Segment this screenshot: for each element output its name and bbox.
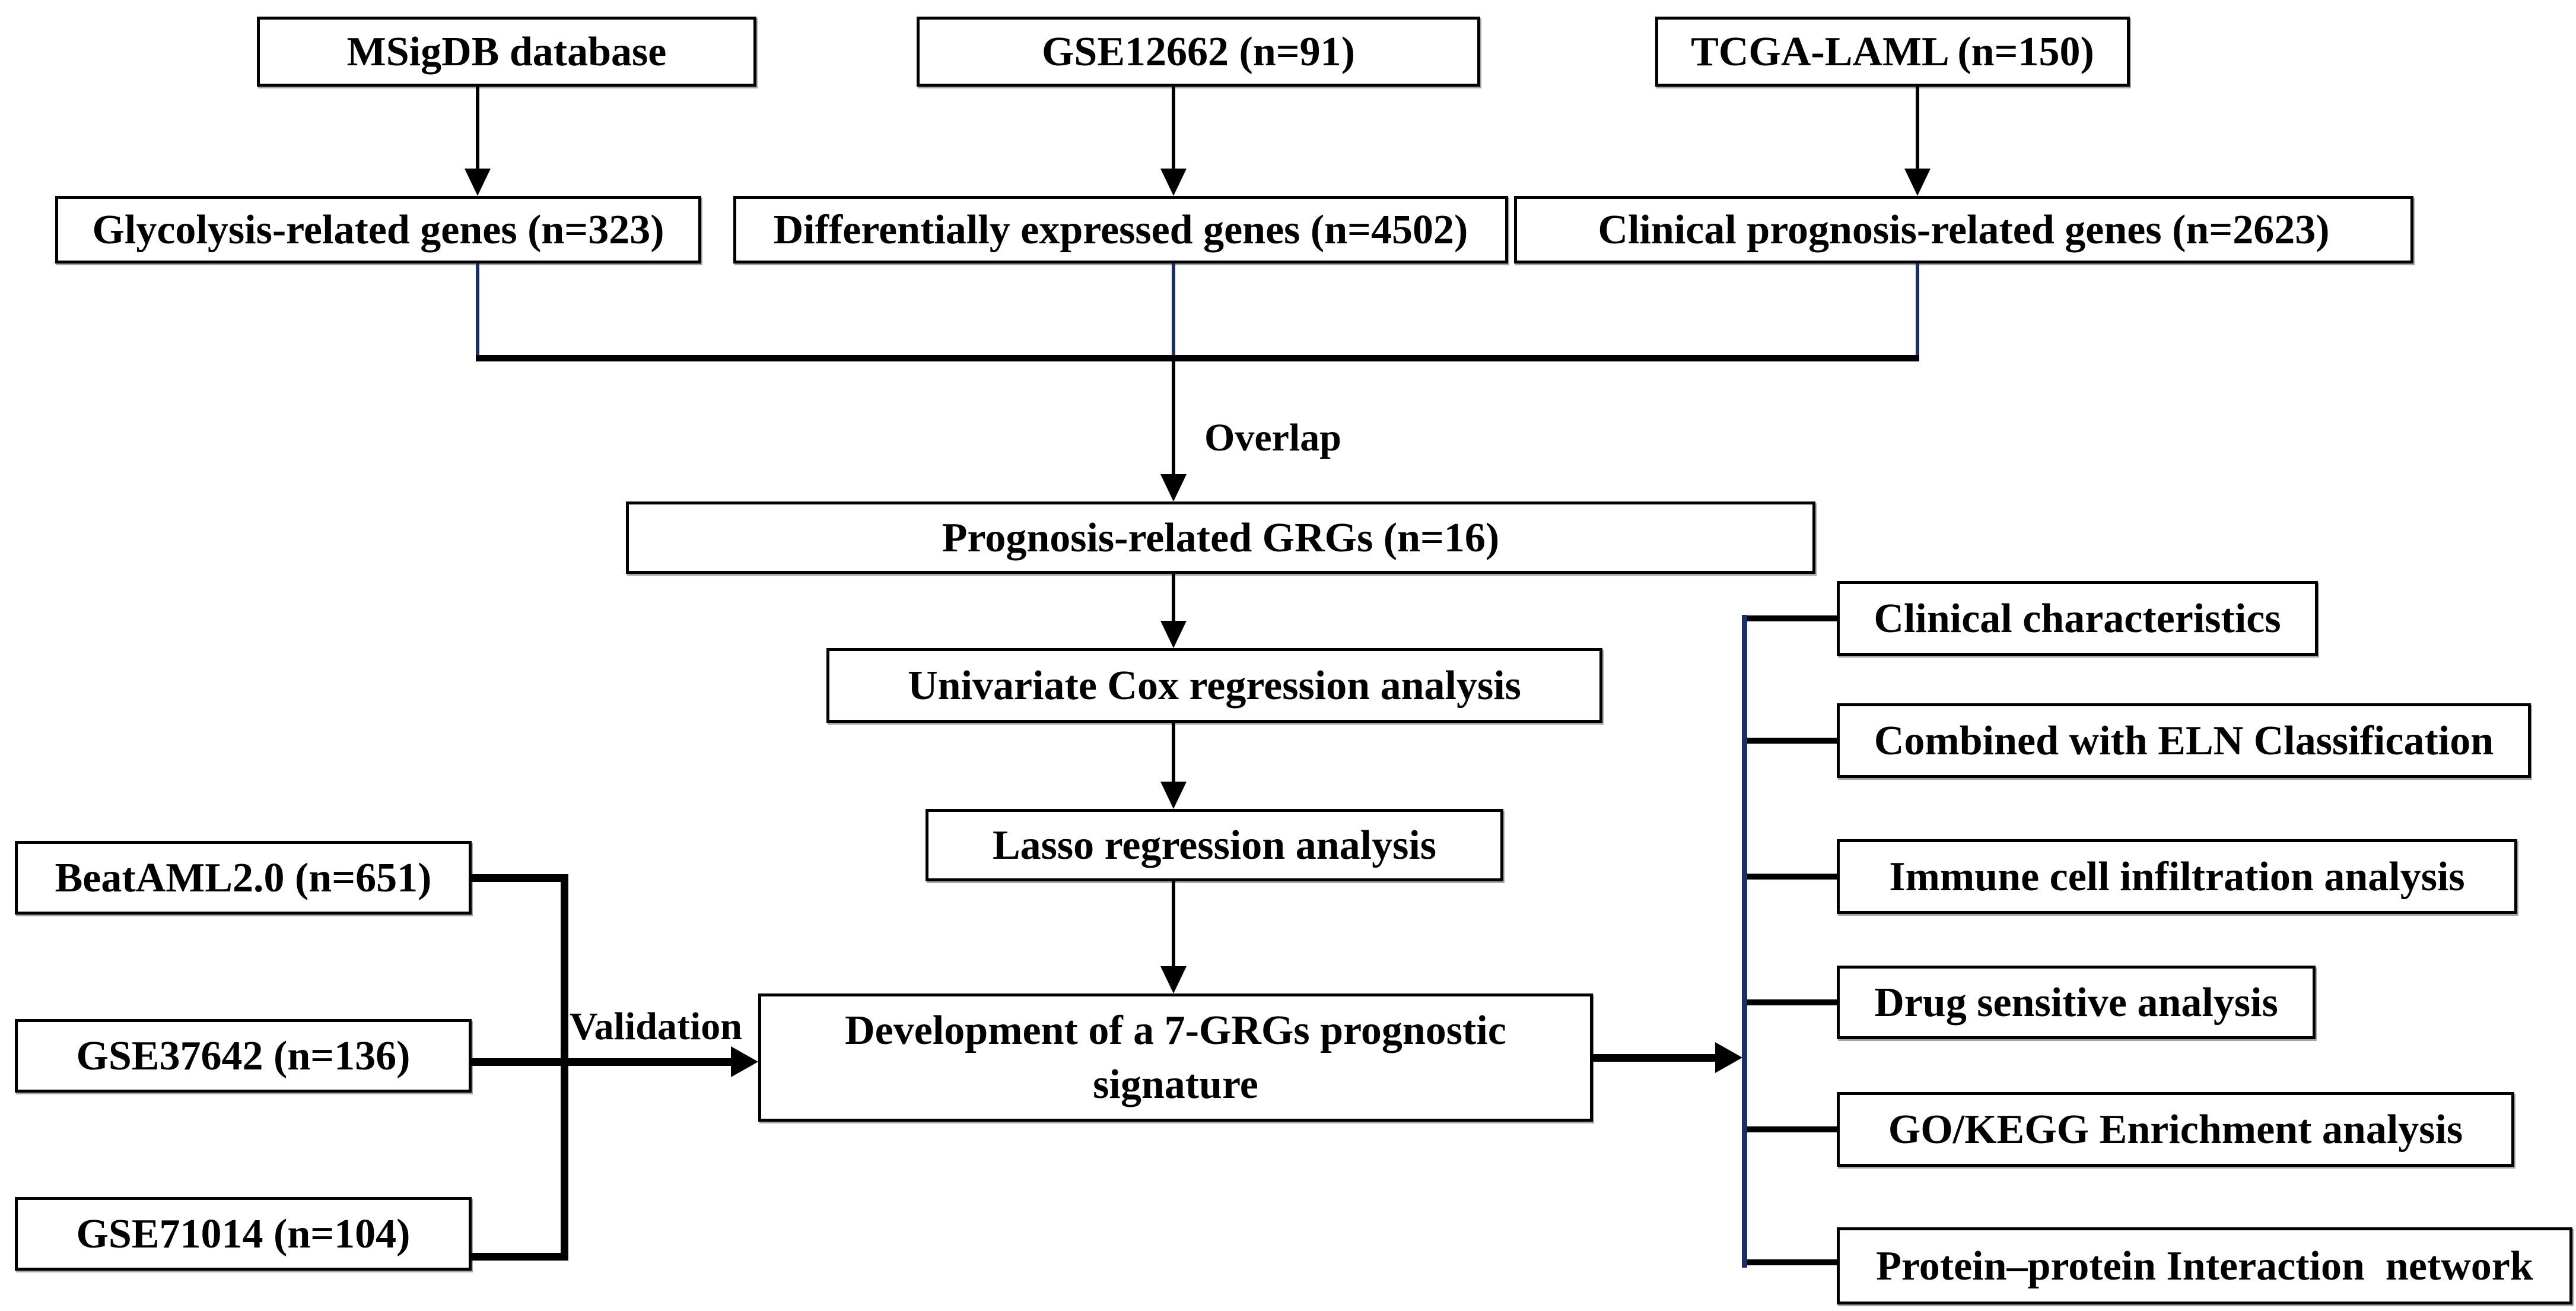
node-beataml2: BeatAML2.0 (n=651) bbox=[15, 841, 472, 915]
arrow-lasso-to-development-stem bbox=[1172, 881, 1175, 970]
node-clinical-prognosis-related-genes: Clinical prognosis-related genes (n=2623… bbox=[1514, 196, 2413, 264]
node-gse71014: GSE71014 (n=104) bbox=[15, 1197, 472, 1271]
arrow-gse12662-to-deg-head bbox=[1160, 169, 1187, 196]
arrow-validation-head bbox=[731, 1046, 758, 1077]
node-univariate-cox-regression: Univariate Cox regression analysis bbox=[826, 648, 1602, 723]
arrow-lasso-to-development-head bbox=[1160, 966, 1187, 993]
arrow-tcga-to-clinical-genes-stem bbox=[1916, 85, 1919, 172]
node-gse12662: GSE12662 (n=91) bbox=[917, 17, 1480, 87]
edge-label-validation: Validation bbox=[570, 1005, 743, 1048]
arrow-development-out-stem bbox=[1593, 1054, 1718, 1062]
connector-glycolysis-drop bbox=[476, 264, 479, 358]
arrow-prognosis-to-univariate-head bbox=[1160, 621, 1187, 648]
connector-deg-drop bbox=[1172, 264, 1175, 358]
branch-stub-gokegg bbox=[1747, 1126, 1837, 1132]
node-eln-classification: Combined with ELN Classification bbox=[1837, 703, 2531, 778]
node-drug-sensitive-analysis: Drug sensitive analysis bbox=[1837, 966, 2316, 1039]
node-clinical-characteristics: Clinical characteristics bbox=[1837, 581, 2318, 656]
arrow-gse12662-to-deg-stem bbox=[1172, 85, 1175, 172]
branch-stub-clinical-characteristics bbox=[1747, 615, 1837, 621]
arrow-overlap-stem bbox=[1172, 361, 1175, 475]
node-prognosis-related-grgs: Prognosis-related GRGs (n=16) bbox=[626, 501, 1815, 574]
node-development-7grgs-signature: Development of a 7-GRGs prognostic signa… bbox=[758, 993, 1593, 1122]
branch-stub-eln bbox=[1747, 738, 1837, 744]
branch-stub-immune bbox=[1747, 874, 1837, 880]
arrow-prognosis-to-univariate-stem bbox=[1172, 574, 1175, 624]
node-tcga-laml: TCGA-LAML (n=150) bbox=[1655, 17, 2130, 87]
branch-stub-ppi bbox=[1747, 1259, 1837, 1265]
bracket-vertical-line bbox=[561, 874, 568, 1261]
arrow-tcga-to-clinical-genes-head bbox=[1904, 169, 1931, 196]
node-go-kegg-enrichment: GO/KEGG Enrichment analysis bbox=[1837, 1092, 2514, 1167]
arrow-overlap-head bbox=[1160, 474, 1187, 501]
arrow-validation-stem bbox=[472, 1058, 733, 1066]
branch-stub-drug bbox=[1747, 999, 1837, 1005]
arrow-univariate-to-lasso-head bbox=[1160, 782, 1187, 809]
bracket-beataml-stub bbox=[472, 874, 568, 882]
node-gse37642: GSE37642 (n=136) bbox=[15, 1019, 472, 1093]
arrow-msigdb-to-glycolysis-stem bbox=[476, 85, 479, 172]
node-lasso-regression: Lasso regression analysis bbox=[926, 809, 1503, 881]
bracket-gse71014-stub bbox=[472, 1253, 568, 1261]
node-protein-protein-interaction: Protein–protein Interaction network bbox=[1837, 1227, 2572, 1304]
arrow-development-out-head bbox=[1715, 1042, 1742, 1073]
arrow-msigdb-to-glycolysis-head bbox=[465, 169, 491, 196]
connector-clinical-genes-drop bbox=[1916, 264, 1919, 358]
arrow-univariate-to-lasso-stem bbox=[1172, 723, 1175, 785]
node-differentially-expressed-genes: Differentially expressed genes (n=4502) bbox=[733, 196, 1508, 264]
node-immune-cell-infiltration: Immune cell infiltration analysis bbox=[1837, 839, 2517, 914]
node-msigdb-database: MSigDB database bbox=[257, 17, 756, 87]
merge-bar bbox=[476, 355, 1919, 361]
node-glycolysis-related-genes: Glycolysis-related genes (n=323) bbox=[55, 196, 701, 264]
edge-label-overlap: Overlap bbox=[1204, 416, 1341, 459]
branch-vertical-line bbox=[1742, 615, 1747, 1268]
